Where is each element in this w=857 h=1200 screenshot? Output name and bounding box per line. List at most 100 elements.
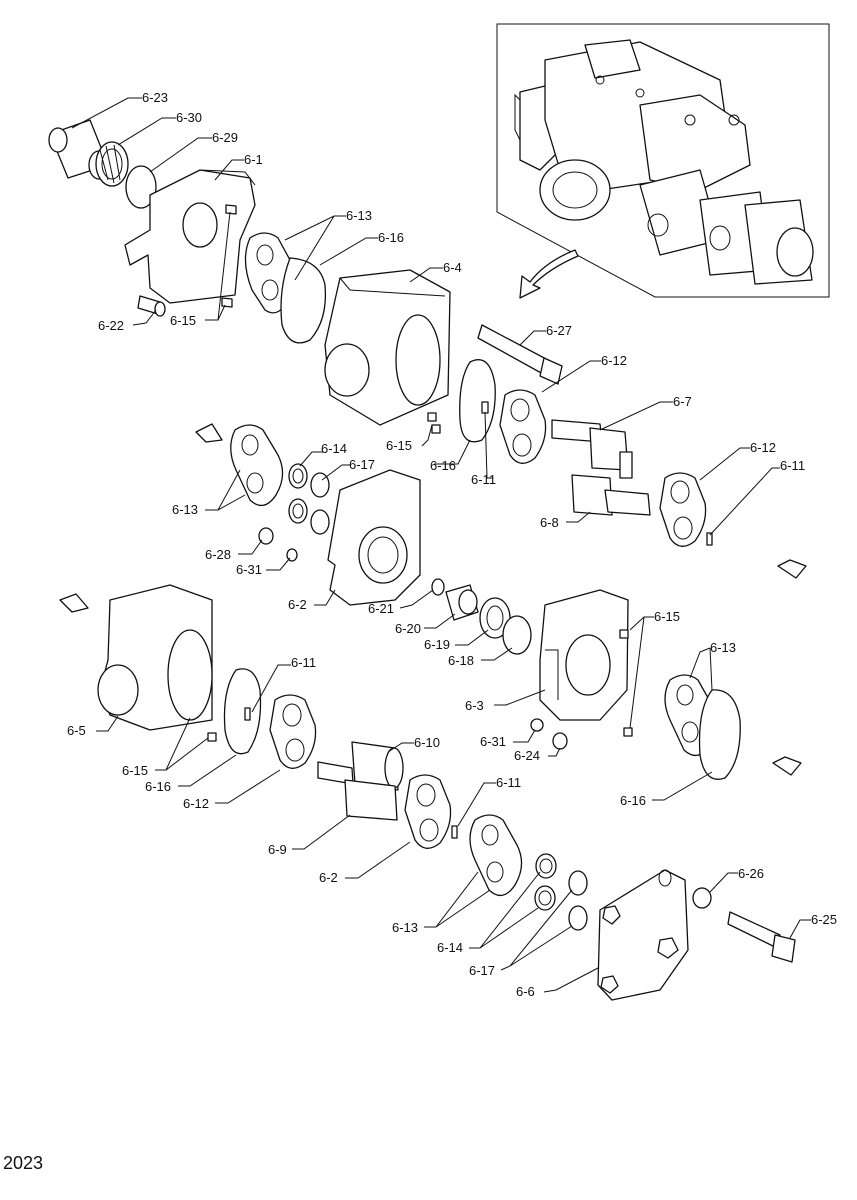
label-6-13: 6-13	[710, 640, 736, 655]
label-6-11: 6-11	[496, 775, 521, 790]
plug-6-24	[552, 732, 568, 750]
assembly-direction-arrow	[519, 249, 579, 299]
gear-6-10	[351, 741, 404, 791]
housing-6-5	[97, 584, 213, 731]
label-6-11: 6-11	[471, 472, 496, 487]
label-6-15: 6-15	[122, 763, 148, 778]
gasket-6-13d	[469, 814, 523, 897]
wear-plate-6-2b	[404, 774, 452, 849]
label-6-13: 6-13	[172, 502, 198, 517]
pins-6-15a	[221, 204, 237, 308]
label-6-15: 6-15	[654, 609, 680, 624]
label-6-16: 6-16	[378, 230, 404, 245]
gasket-6-13b	[230, 424, 284, 507]
label-6-31: 6-31	[236, 562, 262, 577]
label-6-27: 6-27	[546, 323, 572, 338]
label-6-22: 6-22	[98, 318, 124, 333]
key-6-11d	[451, 825, 458, 839]
bearing-6-20	[445, 584, 479, 621]
label-6-13: 6-13	[346, 208, 372, 223]
label-6-24: 6-24	[514, 748, 540, 763]
bolt-6-22	[137, 295, 166, 317]
label-6-11: 6-11	[780, 458, 805, 473]
label-6-12: 6-12	[183, 796, 209, 811]
cover-6-1	[124, 169, 256, 304]
key-6-11a	[481, 401, 489, 414]
label-6-28: 6-28	[205, 547, 231, 562]
label-6-31: 6-31	[480, 734, 506, 749]
label-6-30: 6-30	[176, 110, 202, 125]
label-6-21: 6-21	[368, 601, 394, 616]
label-6-17: 6-17	[469, 963, 495, 978]
washer-6-26	[692, 887, 712, 909]
cover-6-6	[597, 869, 689, 1001]
ring-6-21	[431, 578, 445, 596]
label-6-14: 6-14	[321, 441, 347, 456]
label-6-7: 6-7	[673, 394, 692, 409]
label-6-9: 6-9	[268, 842, 287, 857]
o-ring-6-16a	[280, 257, 327, 344]
label-6-5: 6-5	[67, 723, 86, 738]
o-ring-6-29	[125, 165, 157, 209]
page-code: 2023	[3, 1153, 44, 1173]
label-6-26: 6-26	[738, 866, 764, 881]
label-6-8: 6-8	[540, 515, 559, 530]
label-6-19: 6-19	[424, 637, 450, 652]
label-6-29: 6-29	[212, 130, 238, 145]
part-labels: 6-23 6-30 6-29 6-1 6-13 6-16 6-4 6-27 6-…	[67, 90, 837, 999]
pins-6-15d	[619, 629, 633, 737]
washer-6-31b	[530, 718, 544, 732]
o-ring-6-16d	[698, 689, 741, 780]
inset-frame	[496, 23, 830, 298]
label-6-20: 6-20	[395, 621, 421, 636]
wear-plate-6-12b	[659, 472, 707, 547]
flange-6-3	[539, 589, 629, 721]
label-6-23: 6-23	[142, 90, 168, 105]
label-6-10: 6-10	[414, 735, 440, 750]
label-6-2: 6-2	[288, 597, 307, 612]
o-ring-6-18	[502, 615, 532, 655]
arrow-right-upper	[777, 559, 807, 579]
label-6-16: 6-16	[145, 779, 171, 794]
pins-6-15b	[427, 412, 441, 434]
label-6-14: 6-14	[437, 940, 463, 955]
inset-assembly	[496, 23, 830, 299]
arrow-6-13-side	[195, 423, 223, 443]
o-rings-6-17a	[310, 472, 330, 535]
label-6-16: 6-16	[620, 793, 646, 808]
key-6-11c	[244, 707, 251, 721]
flange-6-2a	[327, 469, 421, 606]
label-6-17: 6-17	[349, 457, 375, 472]
bolt-6-27	[477, 324, 563, 385]
needle-bearing-6-30	[95, 141, 129, 187]
arrow-left	[59, 593, 89, 613]
assembled-pump-drawing	[514, 39, 814, 285]
label-6-16: 6-16	[430, 458, 456, 473]
label-6-15: 6-15	[170, 313, 196, 328]
pins-6-15c	[207, 732, 217, 742]
label-6-12: 6-12	[750, 440, 776, 455]
seals-6-14a	[288, 463, 308, 524]
label-6-11: 6-11	[291, 655, 316, 670]
o-ring-6-16b	[459, 359, 496, 443]
plug-6-28	[258, 527, 274, 545]
wear-plate-6-12c	[269, 694, 317, 769]
wear-plate-6-12a	[499, 389, 547, 464]
label-6-6: 6-6	[516, 984, 535, 999]
arrow-right-lower	[772, 756, 802, 776]
o-ring-6-16c	[223, 668, 262, 755]
label-6-18: 6-18	[448, 653, 474, 668]
drive-gear-6-7	[551, 419, 633, 479]
label-6-1: 6-1	[244, 152, 263, 167]
label-6-2: 6-2	[319, 870, 338, 885]
driven-gear-6-8	[571, 474, 651, 516]
leader-lines	[71, 97, 811, 993]
label-6-25: 6-25	[811, 912, 837, 927]
label-6-4: 6-4	[443, 260, 462, 275]
seals-6-14b	[534, 853, 557, 911]
label-6-3: 6-3	[465, 698, 484, 713]
gear-6-9	[317, 761, 398, 821]
label-6-12: 6-12	[601, 353, 627, 368]
key-6-11b	[706, 532, 713, 546]
